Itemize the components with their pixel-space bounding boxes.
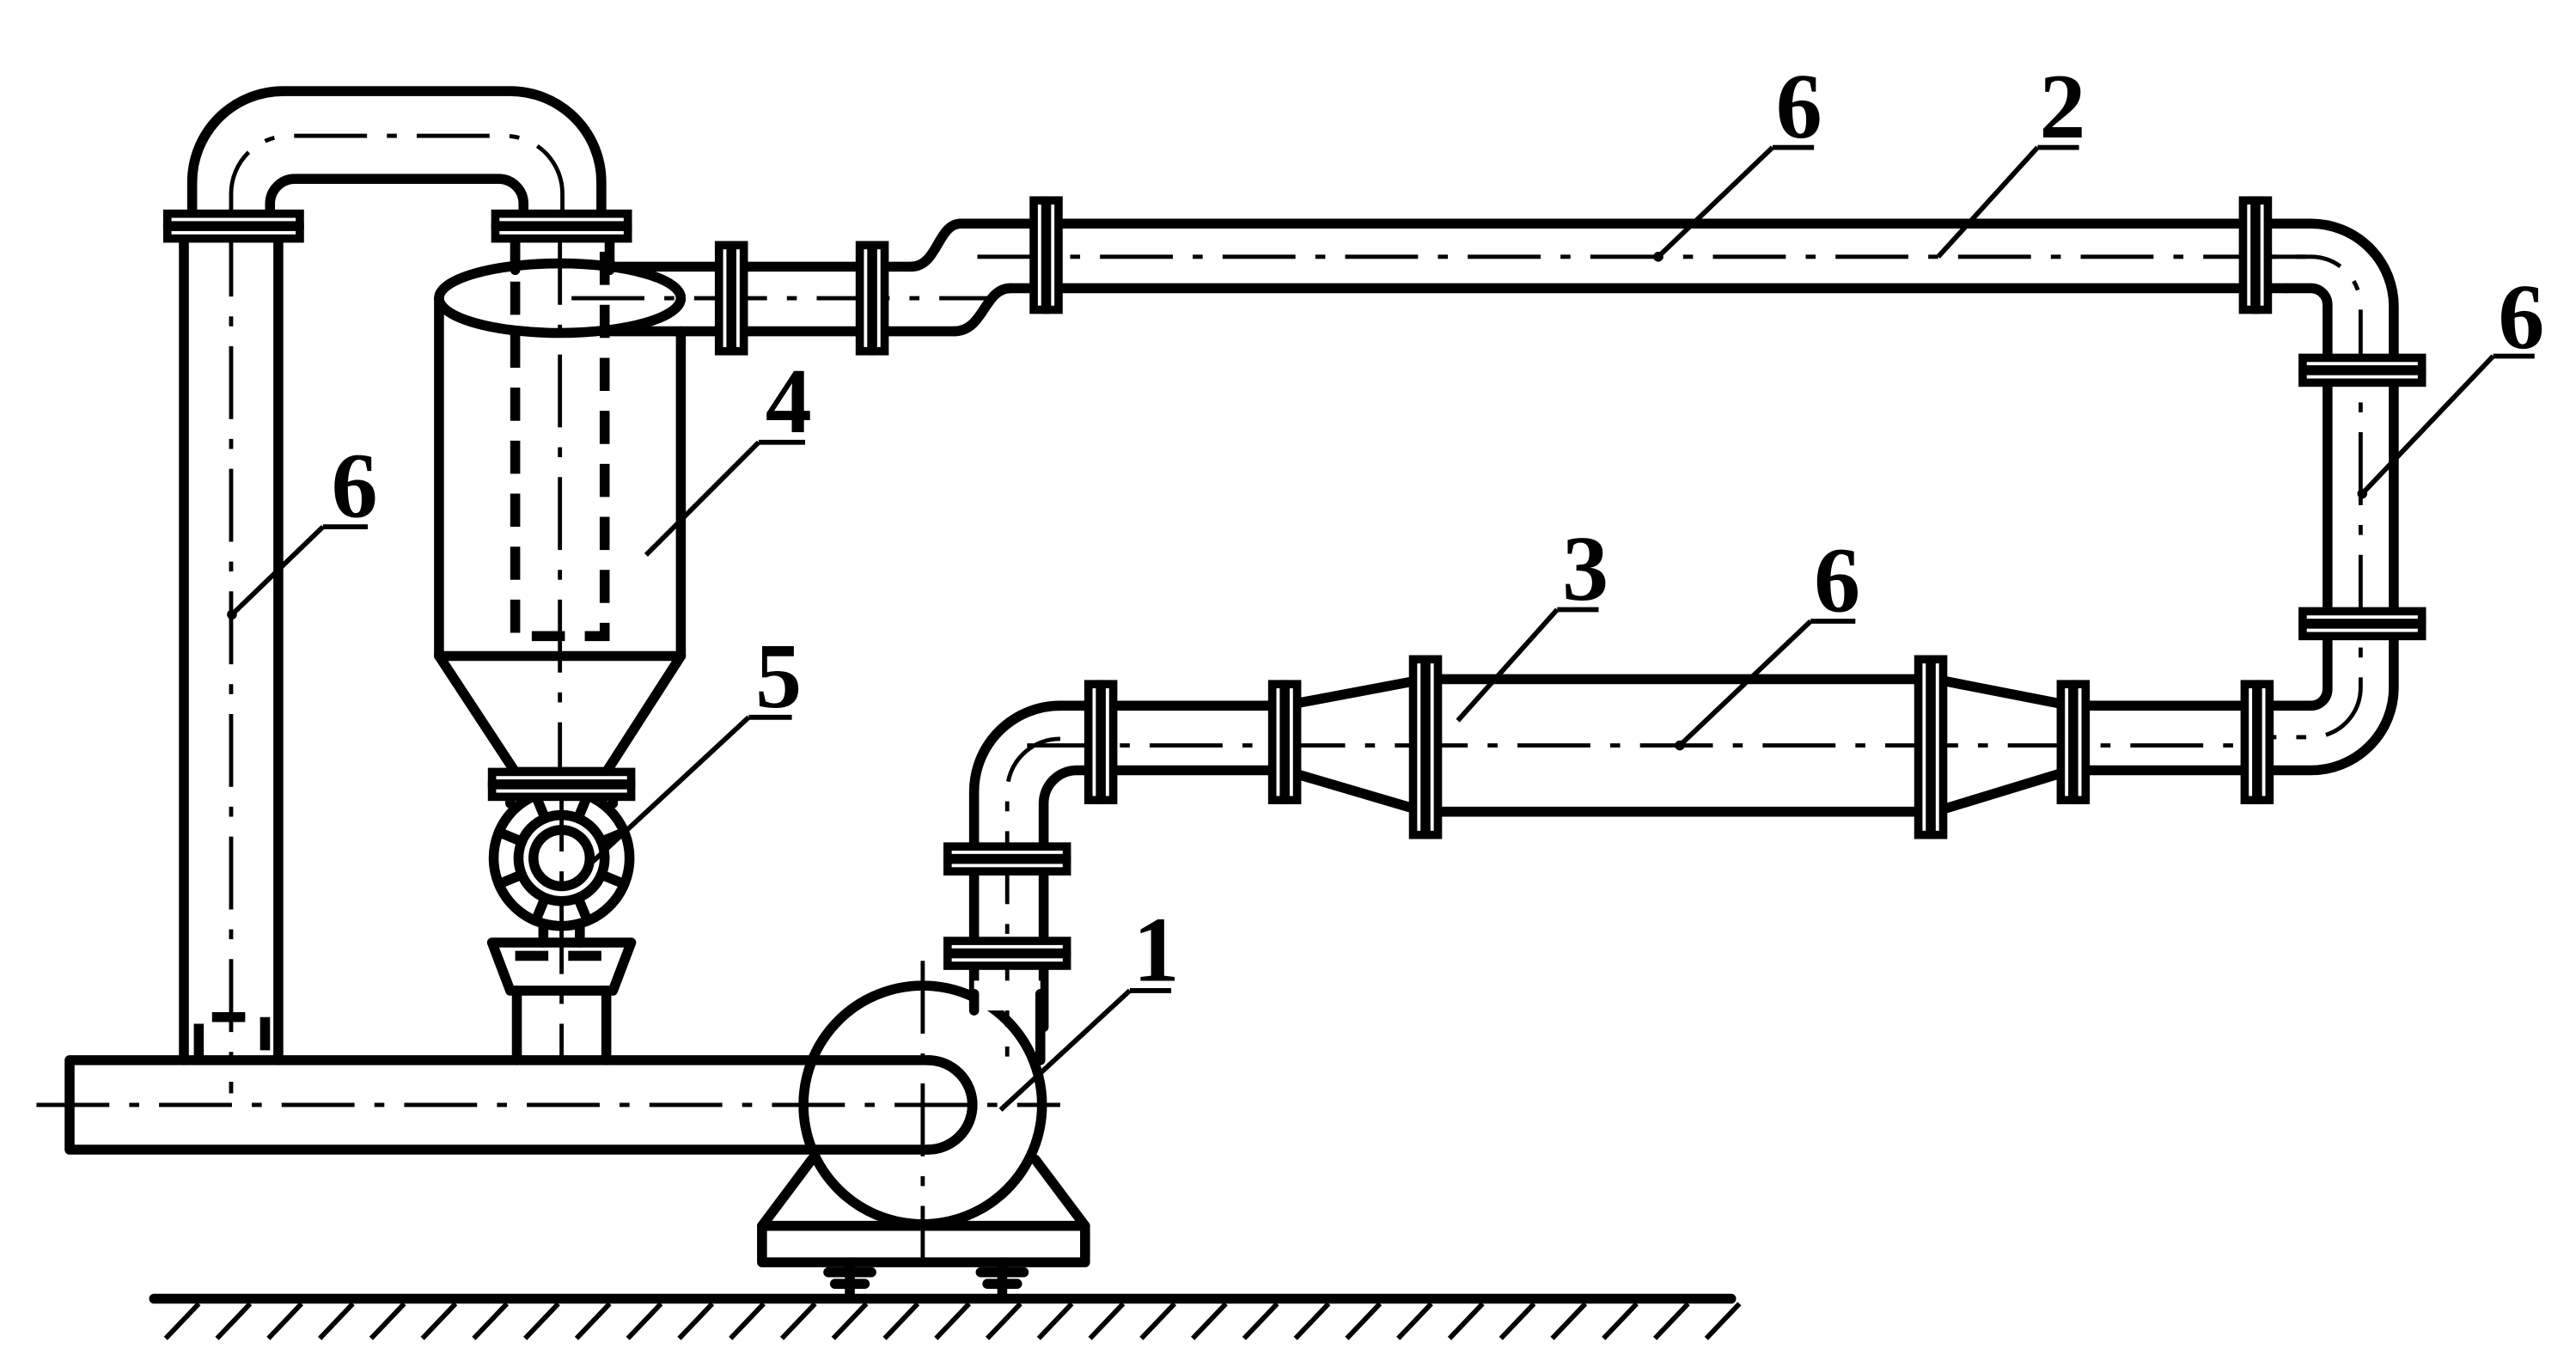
ground <box>149 1293 1742 1340</box>
ground-hatch-line <box>1345 1302 1383 1340</box>
ground-hatch-line <box>215 1302 253 1340</box>
fan-riser <box>968 700 1105 1060</box>
left-riser <box>179 223 284 1094</box>
callout-expander-section: 3 <box>1562 518 1608 620</box>
ground-hatch-line <box>831 1302 869 1340</box>
feeder-vane <box>572 893 593 926</box>
ground-hatch-line <box>163 1302 201 1340</box>
callout-right-riser-sensor: 6 <box>2498 266 2544 369</box>
callout-top-pipe: 2 <box>2039 56 2085 158</box>
ground-hatch-line <box>369 1302 406 1340</box>
ground-hatch-line <box>934 1302 971 1340</box>
feeder-vane <box>596 870 630 889</box>
ground-hatch-line <box>1293 1302 1331 1340</box>
ground-hatch-line <box>1242 1302 1279 1340</box>
ground-hatch-line <box>1139 1302 1177 1340</box>
fan <box>757 961 1090 1301</box>
ground-hatch-line <box>1550 1302 1588 1340</box>
ground-hatch-line <box>1652 1302 1690 1340</box>
callout-rotary-feeder: 5 <box>755 626 802 728</box>
ground-hatch-line <box>266 1302 303 1340</box>
feeder-vane <box>493 870 528 889</box>
rotary-feeder <box>486 773 637 1065</box>
callout-cyclone: 4 <box>766 351 812 453</box>
flanges <box>162 196 2426 970</box>
ground-hatch-line <box>729 1302 766 1340</box>
ground-hatch-line <box>1396 1302 1433 1340</box>
ground-hatch-line <box>574 1302 612 1340</box>
ground-hatch-line <box>985 1302 1022 1340</box>
feeder-vane <box>530 893 551 926</box>
callout-left-riser-sensor: 6 <box>332 436 378 538</box>
ground-hatch-line <box>626 1302 663 1340</box>
ground-hatch-line <box>1191 1302 1228 1340</box>
ground-hatch-line <box>1499 1302 1536 1340</box>
ground-hatch-line <box>882 1302 920 1340</box>
ground-hatch-line <box>472 1302 510 1340</box>
lower-pipe <box>1027 674 2275 817</box>
ground-hatch-line <box>523 1302 560 1340</box>
callout-expander-sensor: 6 <box>1814 529 1860 632</box>
ground-hatch-line <box>420 1302 458 1340</box>
ground-hatch-line <box>318 1302 355 1340</box>
cyclone <box>434 229 687 796</box>
callout-fan: 1 <box>1133 899 1180 1001</box>
ground-hatch-line <box>1036 1302 1074 1340</box>
callouts: 6 4 5 1 6 2 6 3 6 <box>227 56 2544 1112</box>
top-u-bend <box>186 86 607 226</box>
right-loop <box>2253 218 2399 776</box>
top-pipe <box>955 218 2317 294</box>
callout-top-pipe-sensor: 6 <box>1776 56 1822 158</box>
ground-hatch-line <box>1447 1302 1485 1340</box>
ground-hatch-line <box>1704 1302 1742 1340</box>
ground-hatch-line <box>779 1302 817 1340</box>
feeder-vane <box>493 827 528 847</box>
ground-hatch-line <box>1088 1302 1126 1340</box>
ground-hatch-line <box>1602 1302 1639 1340</box>
base-pipe <box>36 1055 1060 1155</box>
ground-hatch-line <box>677 1302 715 1340</box>
cyclone-outlet-pipe <box>571 218 1016 337</box>
